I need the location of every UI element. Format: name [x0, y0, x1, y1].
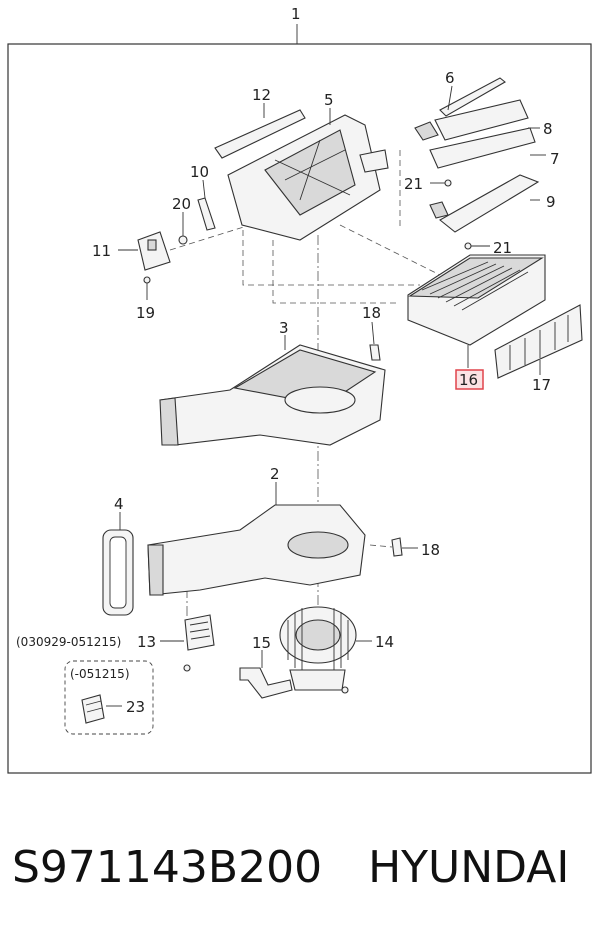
callout-13[interactable]: 13 — [137, 633, 156, 651]
caption-bar: S971143B200 HYUNDAI — [12, 832, 592, 902]
callout-21b[interactable]: 21 — [493, 239, 512, 257]
callout-20[interactable]: 20 — [172, 195, 191, 213]
part-18-clip-upper[interactable]: 18 — [362, 304, 381, 361]
part-7-plate[interactable]: 7 — [429, 127, 560, 169]
callout-18a[interactable]: 18 — [362, 304, 381, 322]
part-number: S971143B200 — [12, 841, 323, 893]
brand-name: HYUNDAI — [368, 841, 570, 893]
part-17-filter-frame[interactable]: 17 — [494, 304, 583, 394]
date-note-23: (-051215) — [70, 667, 130, 681]
callout-7[interactable]: 7 — [550, 150, 560, 168]
part-21-screw-lower[interactable]: 21 — [464, 239, 512, 257]
callout-18b[interactable]: 18 — [421, 541, 440, 559]
callout-2[interactable]: 2 — [270, 465, 280, 483]
callout-6[interactable]: 6 — [445, 69, 455, 87]
part-19-screw[interactable]: 19 — [136, 276, 155, 322]
callout-5[interactable]: 5 — [324, 91, 334, 109]
part-3-upper-case[interactable]: 3 — [159, 319, 386, 446]
part-9-door[interactable]: 9 — [439, 174, 556, 233]
callout-12[interactable]: 12 — [252, 86, 271, 104]
callout-23[interactable]: 23 — [126, 698, 145, 716]
part-15-hose[interactable]: 15 — [239, 634, 293, 699]
part-5-intake-housing[interactable]: 5 — [227, 91, 389, 241]
callout-8[interactable]: 8 — [543, 120, 553, 138]
highlight-box — [455, 369, 484, 390]
date-note-13: (030929-051215) — [16, 635, 121, 649]
callout-21a[interactable]: 21 — [404, 175, 423, 193]
callout-16[interactable]: 16 — [459, 371, 478, 389]
part-10-linkage[interactable]: 10 — [190, 163, 216, 231]
callout-17[interactable]: 17 — [532, 376, 551, 394]
callout-4[interactable]: 4 — [114, 495, 124, 513]
part-23-inset: (-051215) 23 — [64, 660, 154, 735]
callout-19[interactable]: 19 — [136, 304, 155, 322]
part-2-lower-case[interactable]: 2 — [147, 465, 366, 596]
part-23-resistor[interactable]: 23 — [81, 694, 145, 724]
callout-14[interactable]: 14 — [375, 633, 394, 651]
callout-10[interactable]: 10 — [190, 163, 209, 181]
callout-11[interactable]: 11 — [92, 242, 111, 260]
callout-9[interactable]: 9 — [546, 193, 556, 211]
diagram-frame — [7, 43, 592, 774]
part-4-seal[interactable]: 4 — [102, 495, 134, 616]
part-11-actuator[interactable]: 11 — [92, 231, 171, 271]
part-14-blower-motor[interactable]: 14 — [279, 606, 394, 694]
callout-1[interactable]: 1 — [291, 5, 301, 23]
part-6-door[interactable]: 6 — [439, 69, 506, 117]
part-16-cabin-filter[interactable]: 16 — [407, 254, 546, 390]
callout-15[interactable]: 15 — [252, 634, 271, 652]
parts-diagram: 1 12 5 10 20 11 — [7, 5, 592, 774]
part-21-screw-upper[interactable]: 21 — [404, 175, 452, 193]
part-20-screw[interactable]: 20 — [172, 195, 191, 245]
part-13-resistor[interactable]: 13 (030929-051215) — [16, 614, 215, 672]
part-18-clip-lower[interactable]: 18 — [391, 537, 440, 559]
part-12-gasket[interactable]: 12 — [214, 86, 306, 159]
callout-3[interactable]: 3 — [279, 319, 289, 337]
